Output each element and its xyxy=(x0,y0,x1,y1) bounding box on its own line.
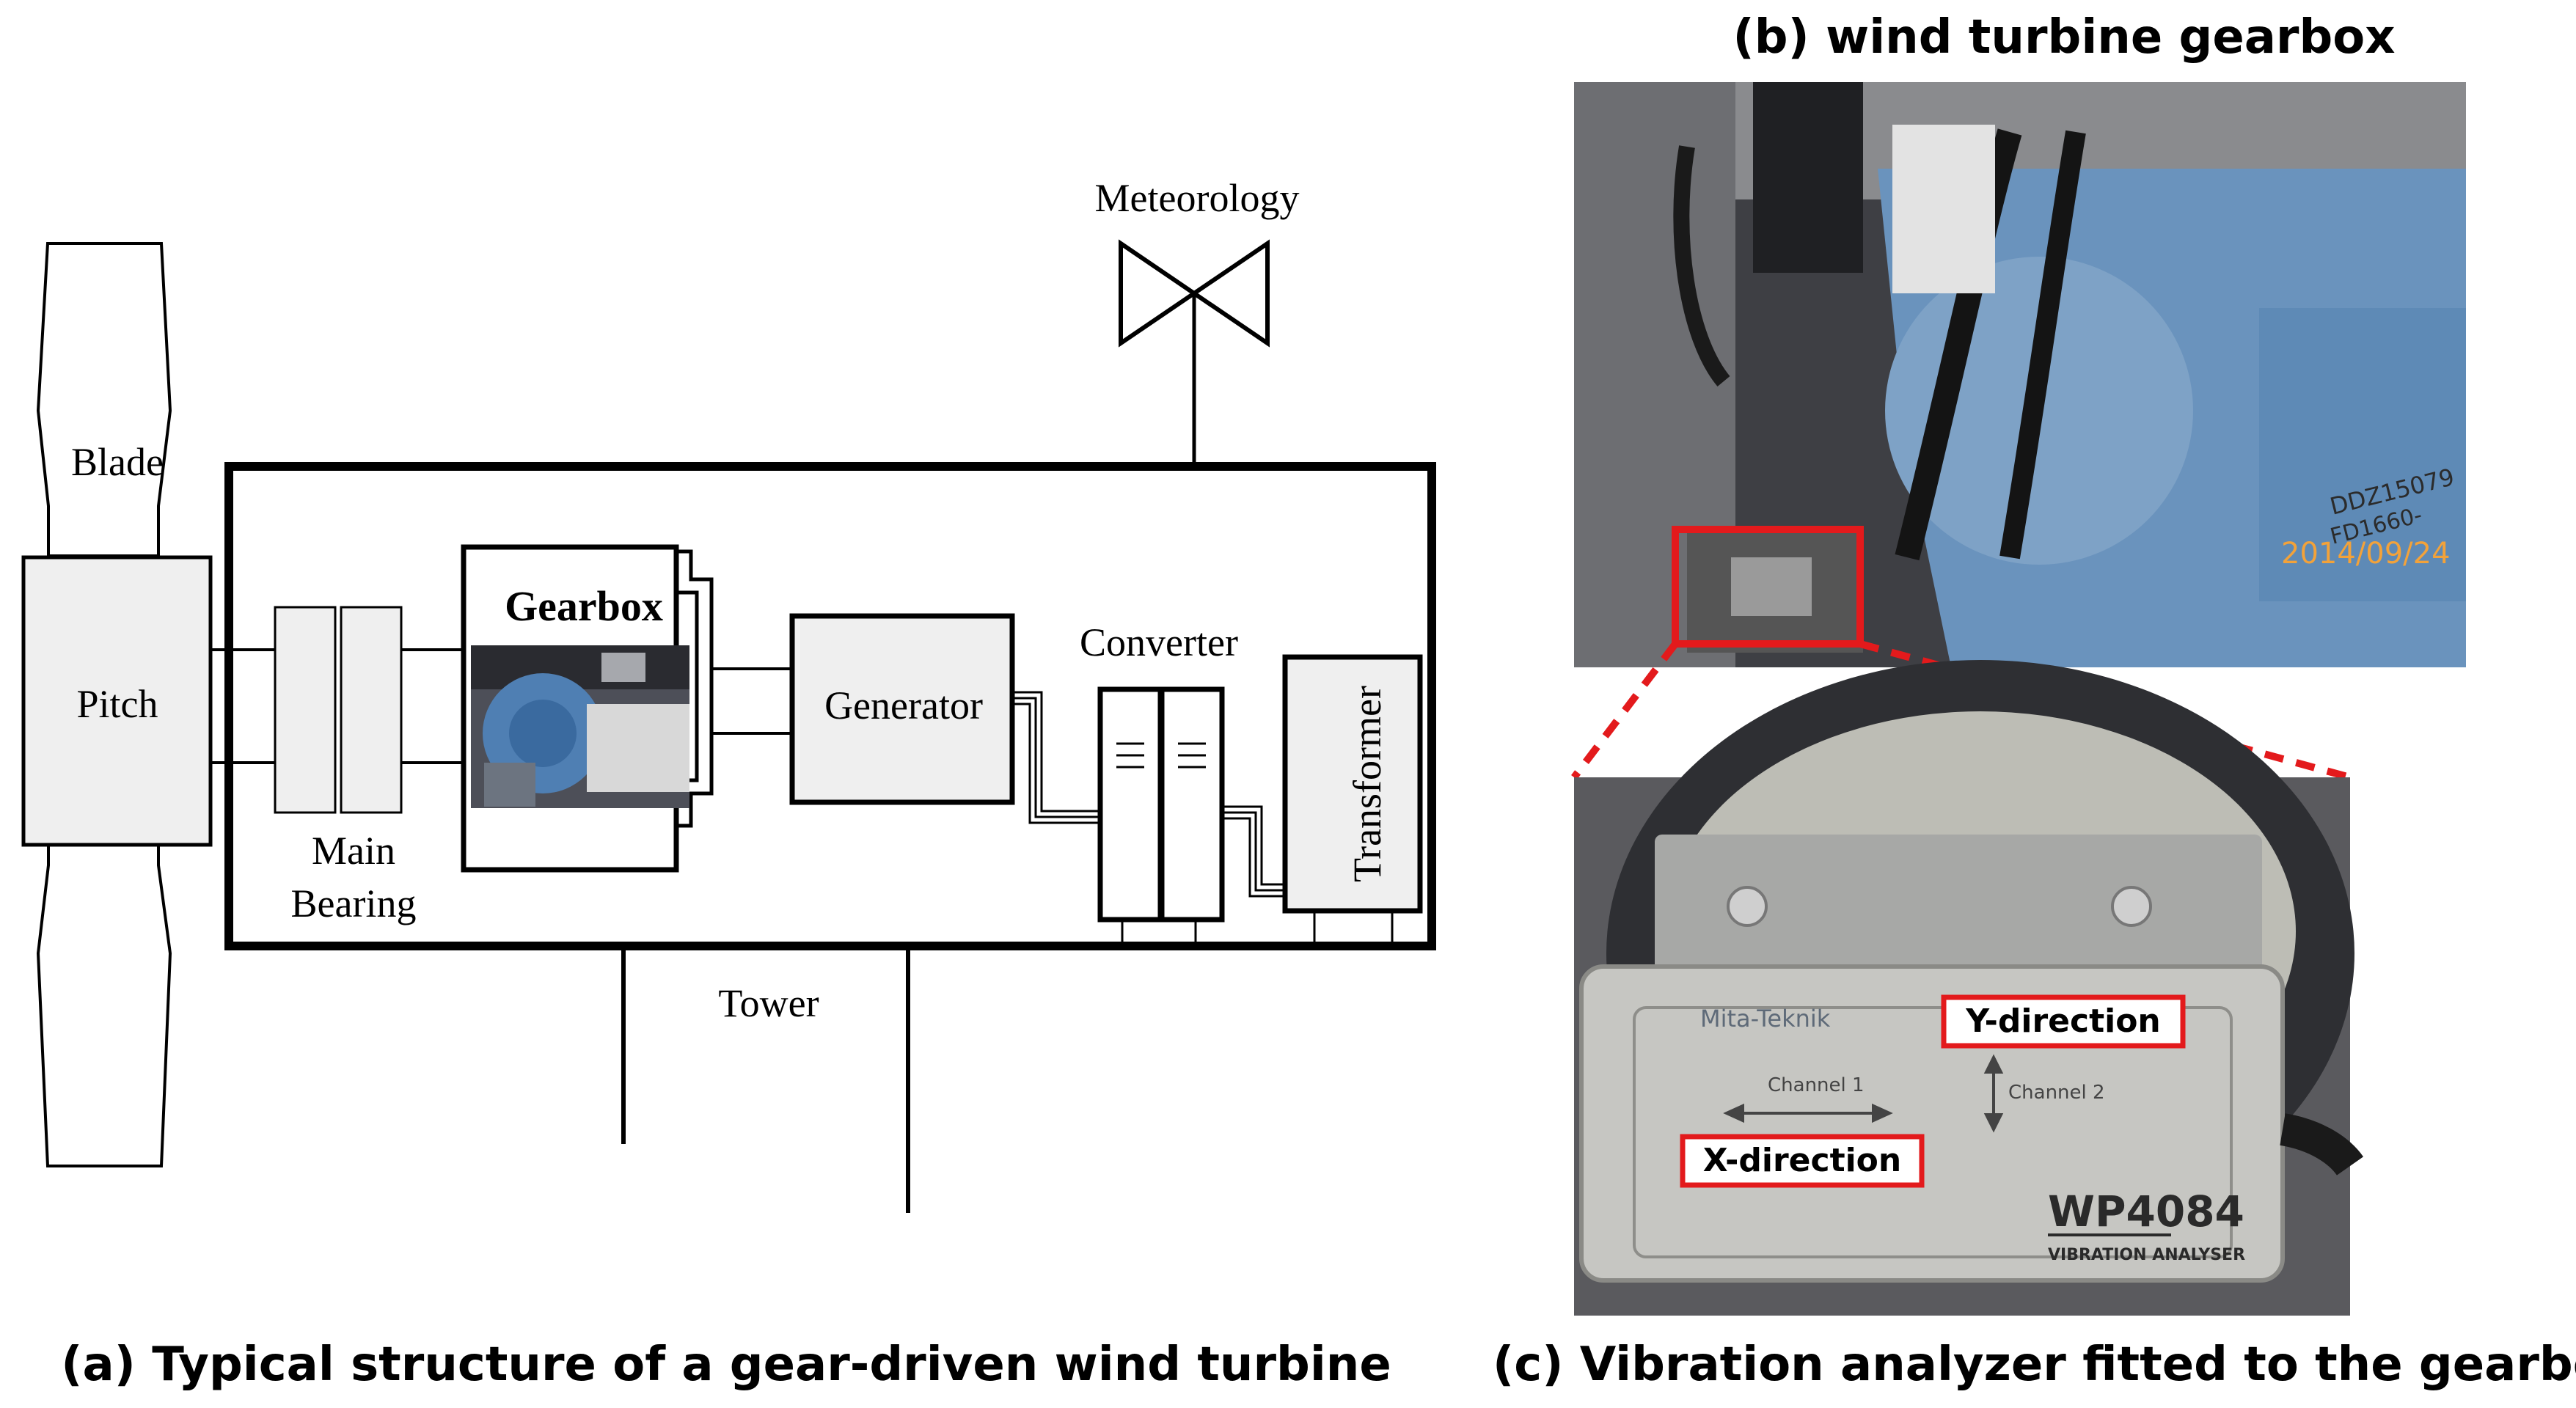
model-sub-text: VIBRATION ANALYSER xyxy=(2048,1246,2245,1264)
photo-c: Mita-Teknik Channel 1 Channel 2 WP4084 V… xyxy=(1574,660,2364,1316)
zoom-line-right xyxy=(1859,640,2352,781)
nacelle xyxy=(224,462,1436,950)
gearbox-photo xyxy=(471,645,689,808)
turbine-schematic xyxy=(21,239,1436,1213)
channel1-arrow xyxy=(1723,1103,1893,1123)
gearbox-label: Gearbox xyxy=(505,582,663,630)
y-direction-box xyxy=(1941,994,2186,1049)
generator-box xyxy=(789,613,1015,805)
converter-symbols xyxy=(1116,742,1206,769)
converter-right xyxy=(1159,686,1225,923)
blade-label: Blade xyxy=(71,440,164,484)
lower-blade xyxy=(36,814,172,1167)
photo-timestamp: 2014/09/24 xyxy=(2281,537,2451,571)
model-text: WP4084 xyxy=(2048,1187,2244,1236)
caption-a: (a) Typical structure of a gear-driven w… xyxy=(61,1338,1391,1392)
converter-left xyxy=(1097,686,1163,923)
converter-transformer-cable xyxy=(1222,805,1285,898)
pitch-box xyxy=(21,555,213,847)
sensor-highlight-box xyxy=(1672,526,1864,648)
meteorology-label: Meteorology xyxy=(1095,176,1300,220)
transformer-label: Transformer xyxy=(1345,686,1389,882)
main-bearing-left xyxy=(274,606,337,814)
caption-c: (c) Vibration analyzer fitted to the gea… xyxy=(1493,1338,2576,1392)
upper-blade xyxy=(36,242,172,557)
caption-b: (b) wind turbine gearbox xyxy=(1732,10,2395,65)
channel2-text: Channel 2 xyxy=(2008,1082,2105,1104)
main-bearing-label-2: Bearing xyxy=(291,881,417,925)
zoom-line-left xyxy=(1571,641,1678,780)
main-bearing-label-1: Main xyxy=(312,829,395,873)
y-direction-label: Y-direction xyxy=(1965,1002,2161,1040)
channel2-arrow xyxy=(1983,1054,2004,1133)
schematic-labels: Blade Pitch Main Bearing Gearbox Generat… xyxy=(71,176,1389,1025)
x-direction-box xyxy=(1680,1134,1925,1188)
photo-b: DDZ15079 FD1660- 2014/09/24 xyxy=(1574,82,2466,667)
channel1-text: Channel 1 xyxy=(1768,1074,1865,1096)
generator-converter-cable xyxy=(1012,691,1100,824)
main-bearing-right xyxy=(340,606,403,814)
generator-label: Generator xyxy=(824,683,983,727)
x-direction-label: X-direction xyxy=(1703,1142,1901,1179)
transformer-box xyxy=(1282,654,1423,914)
tower-label: Tower xyxy=(718,981,819,1025)
pitch-label: Pitch xyxy=(76,682,158,726)
converter-label: Converter xyxy=(1080,620,1238,664)
brand-text: Mita-Teknik xyxy=(1700,1005,1831,1033)
